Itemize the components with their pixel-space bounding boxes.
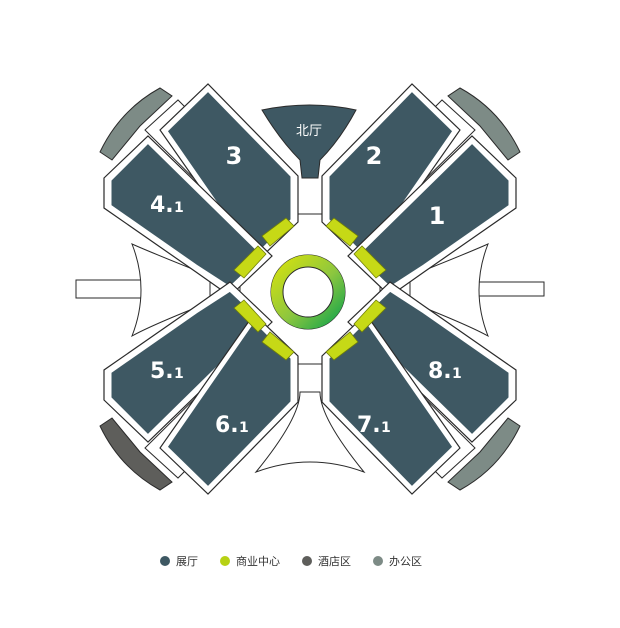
north-hall [261,104,357,179]
office-area-ne [447,87,521,161]
commercial-segment-nw [261,217,295,247]
hall-label-4-1: 4. [150,193,174,218]
west-lobby [131,243,211,338]
hall-label-6-1: 6. [215,413,239,438]
office-dot-icon [373,556,383,566]
hall-7-1[interactable] [321,313,461,495]
commercial-segment-n-right [353,245,387,279]
south-lobby [254,391,366,474]
commercial-segment-n-left [233,245,267,279]
hall-sub-7-1: 1 [381,420,391,436]
hall-sub-4-1: 1 [174,200,184,216]
ring-center [282,266,334,318]
commercial-segment-s-right [353,299,387,333]
hall-label-2: 2 [366,142,383,170]
legend-label-office: 办公区 [389,555,422,568]
hall-label-8-1: 8. [428,359,452,384]
hotel-dot-icon [302,556,312,566]
hall-6-1[interactable] [159,313,299,495]
hall-dot-icon [160,556,170,566]
office-area-se [447,417,521,491]
legend-item-hall: 展厅 [160,553,198,569]
commercial-dot-icon [220,556,230,566]
office-area-nw [99,87,173,161]
hall-label-7-1: 7. [357,413,381,438]
commercial-segment-s-left [233,299,267,333]
legend-label-hotel: 酒店区 [318,555,351,568]
hotel-area-sw [99,417,173,491]
hall-2[interactable] [321,83,461,265]
legend-item-office: 办公区 [373,553,422,569]
hall-sub-5-1: 1 [174,366,184,382]
commercial-segment-se [325,331,359,361]
commercial-ring-fill [271,255,345,329]
legend-item-commercial: 商业中心 [220,553,280,569]
hall-label-1: 1 [429,202,446,230]
hall-label-5-1: 5. [150,359,174,384]
commercial-segment-sw [261,331,295,361]
commercial-segment-ne [325,217,359,247]
hall-5-1[interactable] [103,281,273,443]
hall-sub-8-1: 1 [452,366,462,382]
legend-label-commercial: 商业中心 [236,555,280,568]
hall-8-1[interactable] [347,281,517,443]
north-hall-label: 北厅 [296,124,322,139]
hall-label-3: 3 [226,142,243,170]
hall-sub-6-1: 1 [239,420,249,436]
legend-item-hotel: 酒店区 [302,553,351,569]
east-lobby [409,243,489,338]
map-legend: 展厅 商业中心 酒店区 办公区 [160,553,444,569]
legend-label-hall: 展厅 [176,555,198,568]
